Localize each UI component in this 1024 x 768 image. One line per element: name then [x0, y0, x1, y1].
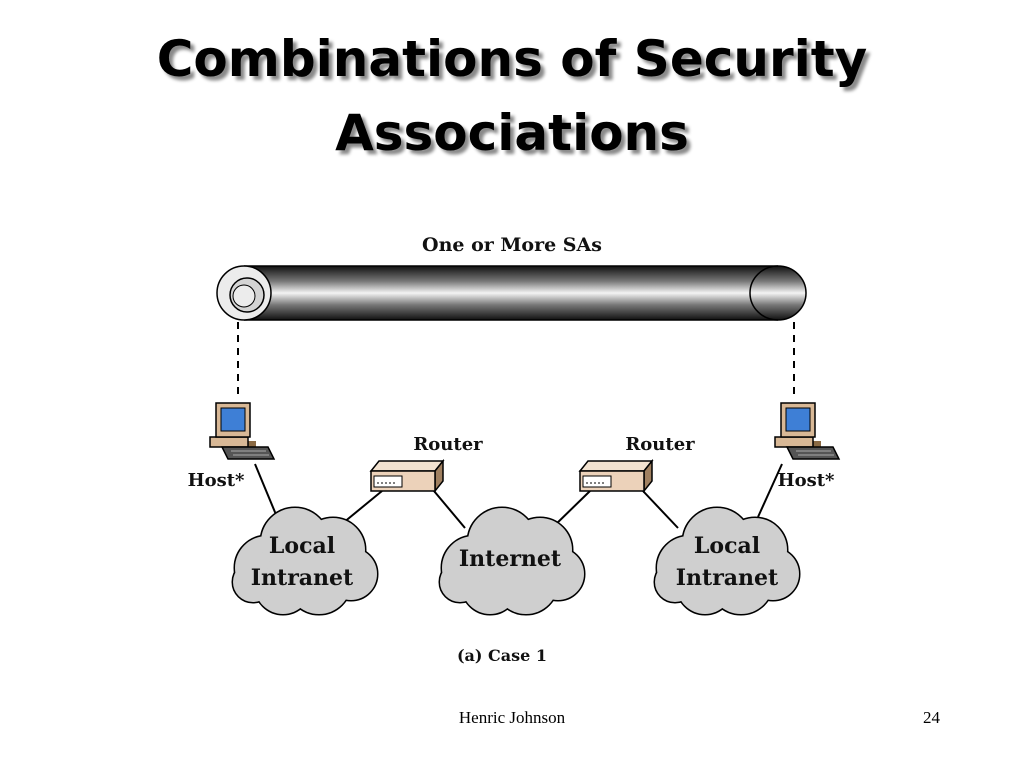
host-computer-left	[209, 402, 276, 460]
network-links	[254, 463, 783, 529]
cloud-left-label-line-1: Local	[269, 533, 335, 559]
tunnel-label: One or More SAs	[422, 234, 602, 256]
slide-title-line-2: Associations	[335, 104, 689, 162]
footer-author: Henric Johnson	[458, 708, 566, 727]
host-computer-right	[774, 402, 841, 460]
host-left-label: Host*	[188, 470, 245, 491]
sa-tunnel	[216, 265, 807, 321]
diagram-caption: (a) Case 1	[457, 646, 547, 665]
host-right-label: Host*	[778, 470, 835, 491]
router-left-label: Router	[413, 434, 483, 455]
slide-title-line-1: Combinations of Security	[156, 30, 868, 88]
footer-page-number: 24	[923, 708, 940, 727]
cloud-local-intranet-left	[231, 506, 379, 616]
router-right-label: Router	[625, 434, 695, 455]
cloud-left-label-line-2: Intranet	[251, 565, 354, 591]
router-right	[578, 458, 654, 494]
router-left	[369, 458, 445, 494]
slide-title: Combinations of Security Associations	[0, 22, 1024, 170]
cloud-right-label-line-2: Intranet	[676, 565, 779, 591]
cloud-right-label-line-1: Local	[694, 533, 760, 559]
cloud-center-label: Internet	[459, 546, 562, 572]
cloud-local-intranet-right	[653, 506, 801, 616]
